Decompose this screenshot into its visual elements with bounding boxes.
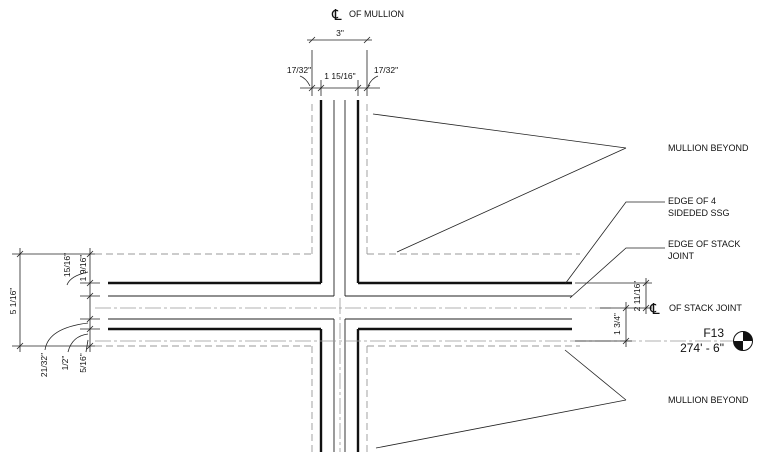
label-stack-joint-centerline: OF STACK JOINT xyxy=(669,303,742,313)
label-edge-ssg-line2: SIDEDED SSG xyxy=(668,208,730,218)
right-dimensions xyxy=(575,278,652,347)
dim-right-lower: 1 3/4" xyxy=(612,313,622,335)
stack-joint-centerline-symbol: ℄ xyxy=(649,301,660,318)
dim-mullion-width: 3" xyxy=(336,28,344,38)
horizontal-stack-joint xyxy=(95,253,740,347)
dim-lower-offset-b: 1/2" xyxy=(60,356,70,371)
dim-right-upper: 2 11/16" xyxy=(632,281,642,312)
dim-overall-height: 5 1/16" xyxy=(8,288,18,315)
label-edge-ssg-line1: EDGE OF 4 xyxy=(668,196,716,206)
dim-upper-gap: 1 9/16" xyxy=(78,255,88,282)
dim-mullion-left-offset: 17/32" xyxy=(287,65,311,75)
label-edge-stack-line2: JOINT xyxy=(668,251,695,261)
vertical-mullion-top xyxy=(311,100,368,296)
label-mullion-centerline: OF MULLION xyxy=(349,9,404,19)
elevation-value: 274' - 6" xyxy=(680,341,724,355)
dim-upper-offset: 15/16" xyxy=(62,253,72,277)
top-dimensions xyxy=(299,36,380,96)
elevation-tag: F13 xyxy=(703,326,724,340)
label-mullion-beyond-top: MULLION BEYOND xyxy=(668,143,749,153)
leaders xyxy=(372,113,665,449)
dim-mullion-inner: 1 15/16" xyxy=(324,71,355,81)
vertical-mullion-bottom xyxy=(311,298,368,452)
dim-mullion-right-offset: 17/32" xyxy=(374,65,398,75)
label-mullion-beyond-bottom: MULLION BEYOND xyxy=(668,395,749,405)
left-dimensions xyxy=(12,248,100,353)
dim-lower-offset-c: 5/16" xyxy=(78,353,88,373)
mullion-centerline-symbol: ℄ xyxy=(331,7,342,24)
label-edge-stack-line1: EDGE OF STACK xyxy=(668,239,740,249)
elevation-target-icon xyxy=(733,331,753,351)
dim-lower-offset-a: 21/32" xyxy=(39,353,49,377)
